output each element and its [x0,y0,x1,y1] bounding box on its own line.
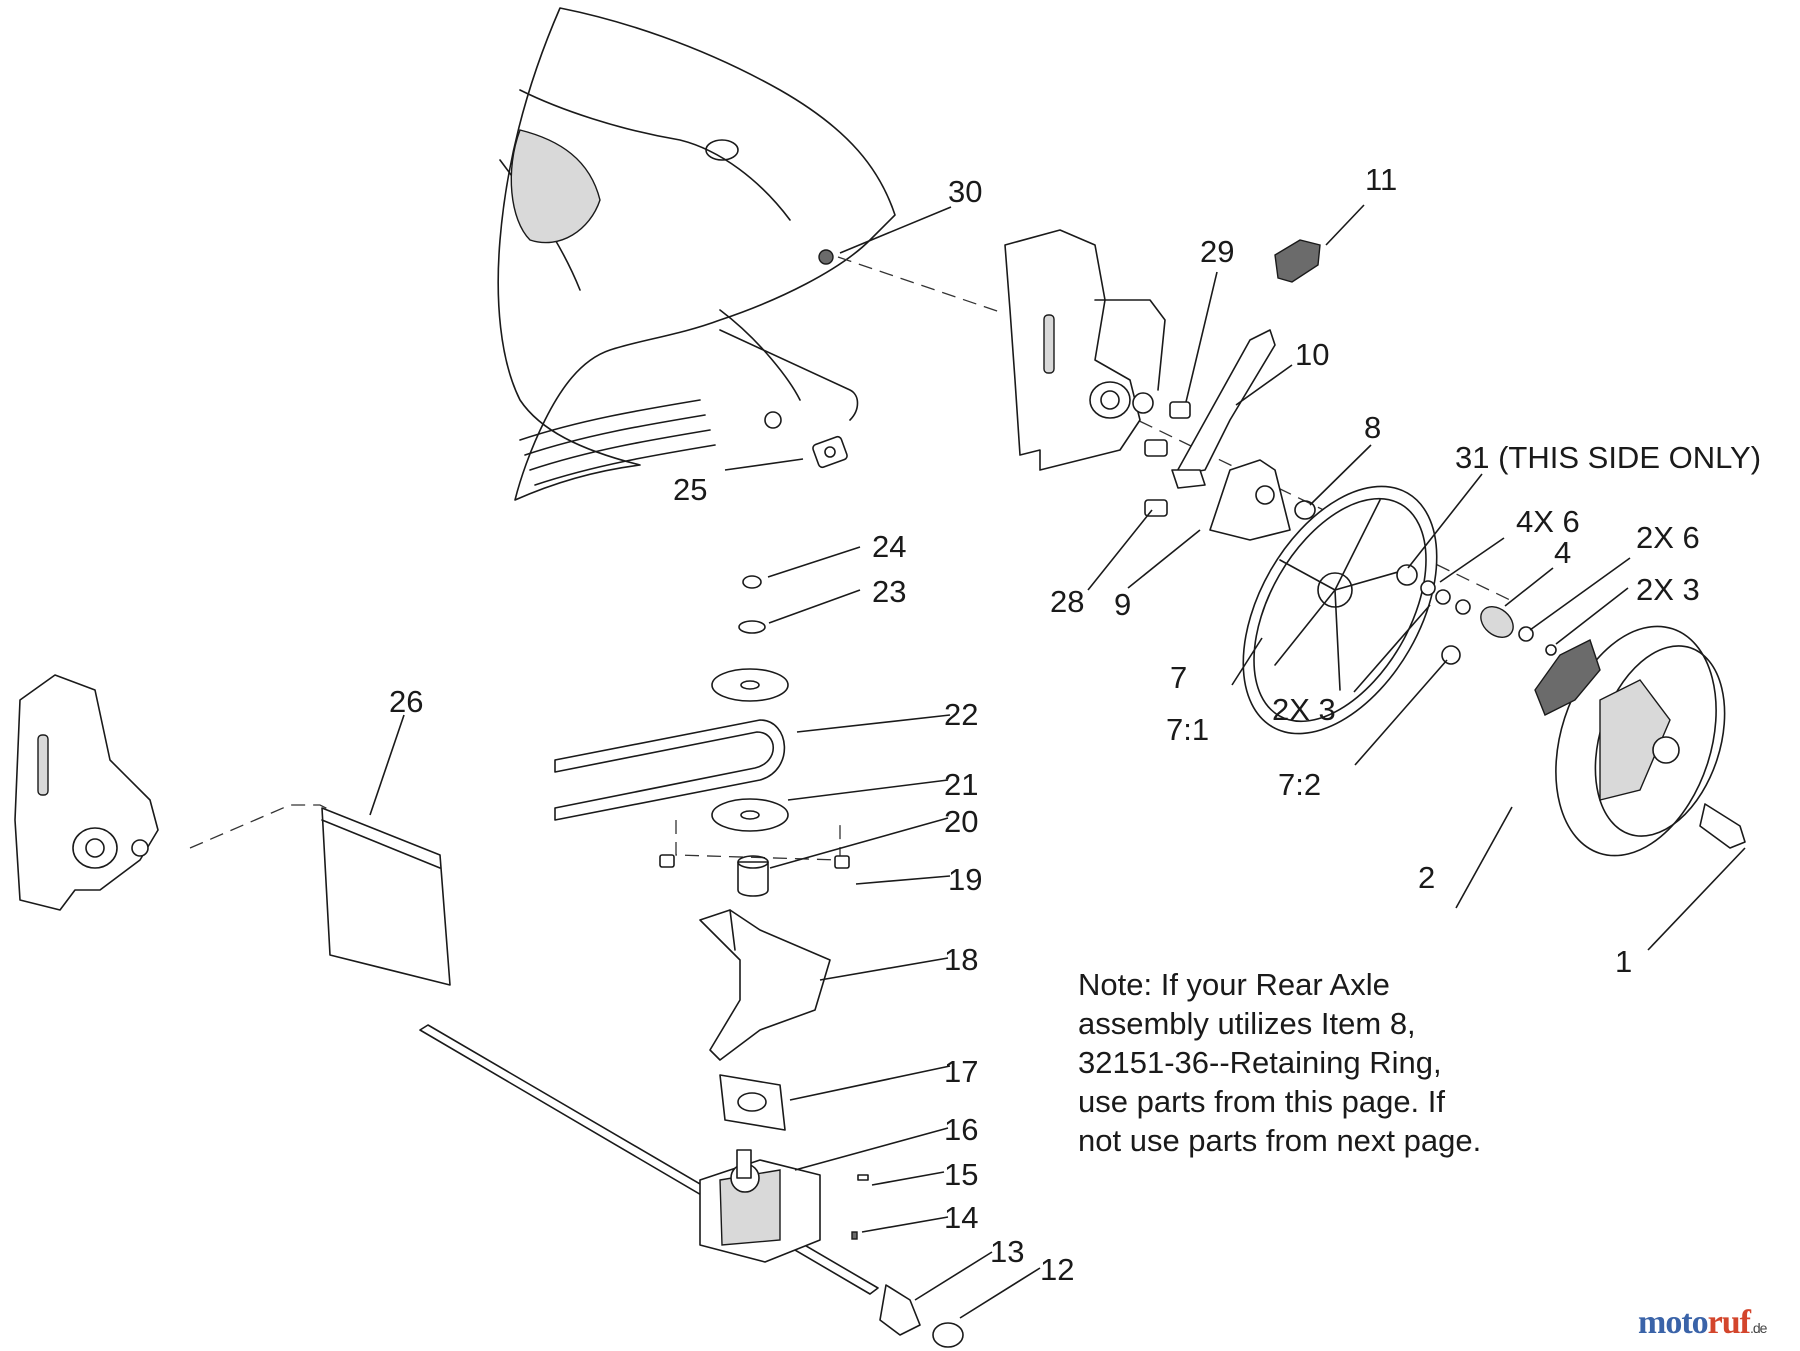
callout-7-1: 7:1 [1166,712,1209,747]
callout-7: 7 [1170,660,1187,695]
assembly-note: Note: If your Rear Axle assembly utilize… [1078,965,1638,1160]
axle-washers-and-bearing [1396,564,1557,665]
adjuster-lever [1171,239,1321,489]
callout-20: 20 [944,804,978,839]
callout-22: 22 [944,697,978,732]
wheel-bracket [1144,401,1316,541]
callout-11: 11 [1365,162,1397,197]
mower-deck-housing [497,7,896,501]
transmission-plate [719,1074,786,1131]
callout-31: 31 (THIS SIDE ONLY) [1455,440,1761,475]
watermark-accent: ruf [1707,1304,1751,1341]
callout-labels: 30 11 29 10 8 31 (THIS SIDE ONLY) 4X 6 4… [389,162,1761,1287]
callout-21: 21 [944,767,978,802]
callout-9: 9 [1114,587,1131,622]
callout-23: 23 [872,574,906,609]
callout-14: 14 [944,1200,978,1235]
note-line-1: Note: If your Rear Axle [1078,967,1390,1002]
callout-1: 1 [1615,944,1632,979]
callout-17: 17 [944,1054,978,1089]
callout-4: 4 [1554,535,1571,570]
callout-4x6: 4X 6 [1516,504,1580,539]
callout-28: 28 [1050,584,1084,619]
note-line-3: 32151-36--Retaining Ring, [1078,1045,1442,1080]
rear-axle-transmission [419,1024,964,1348]
callout-2x6: 2X 6 [1636,520,1700,555]
note-line-5: not use parts from next page. [1078,1123,1482,1158]
mounting-bolts [659,854,850,869]
transmission-bracket [699,909,831,1061]
callout-16: 16 [944,1112,978,1147]
callout-13: 13 [990,1234,1024,1269]
height-adjust-plate-right [1004,229,1166,471]
height-adjust-plate-left [14,674,159,911]
callout-15: 15 [944,1157,978,1192]
watermark-suffix: .de [1749,1320,1767,1336]
callout-2x3-center: 2X 3 [1272,692,1336,727]
callout-8: 8 [1364,410,1381,445]
callout-7-2: 7:2 [1278,767,1321,802]
callout-2: 2 [1418,860,1435,895]
callout-25: 25 [673,472,707,507]
watermark-main: moto [1638,1304,1709,1341]
pulley-and-belt [554,575,789,897]
rear-shield [321,807,451,986]
callout-19: 19 [948,862,982,897]
callout-10: 10 [1295,337,1329,372]
callout-29: 29 [1200,234,1234,269]
leader-lines [369,204,1746,1319]
note-line-2: assembly utilizes Item 8, [1078,1006,1416,1041]
wheel-hub [1242,485,1438,735]
callout-18: 18 [944,942,978,977]
callout-26: 26 [389,684,423,719]
note-line-4: use parts from this page. If [1078,1084,1446,1119]
callout-12: 12 [1040,1252,1074,1287]
callout-24: 24 [872,529,906,564]
callout-30: 30 [948,174,982,209]
callout-2x3-right: 2X 3 [1636,572,1700,607]
watermark-logo: motoruf.de [1638,1304,1767,1342]
rear-wheel [1534,625,1746,857]
